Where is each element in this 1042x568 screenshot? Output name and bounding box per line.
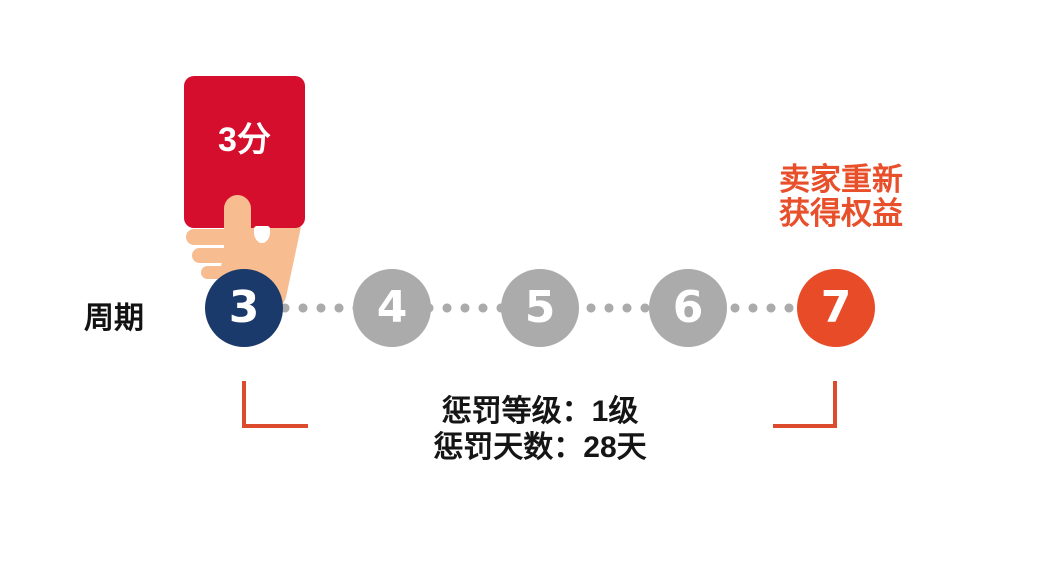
range-bracket-right xyxy=(773,381,837,428)
penalty-level-line: 惩罚等级：1级 xyxy=(441,395,639,428)
penalty-days-line: 惩罚天数：28天 xyxy=(433,431,647,464)
hand-thumb-icon xyxy=(224,195,251,261)
rights-restored-note-line1: 卖家重新 xyxy=(779,162,903,197)
timeline-node-cycle-4: 4 xyxy=(353,269,431,347)
timeline-node-cycle-3: 3 xyxy=(205,269,283,347)
red-card-score-label: 3分 xyxy=(218,121,271,159)
red-card: 3分 xyxy=(184,76,305,228)
rights-restored-note-line2: 获得权益 xyxy=(779,196,903,231)
hand-finger-icon xyxy=(186,229,234,245)
timeline-node-cycle-5: 5 xyxy=(501,269,579,347)
hand-card-white-gap xyxy=(254,226,270,243)
range-bracket-left xyxy=(242,381,308,428)
rights-restored-note: 卖家重新 获得权益 xyxy=(775,163,907,231)
timeline-node-cycle-7: 7 xyxy=(797,269,875,347)
cycle-axis-label: 周期 xyxy=(84,302,144,335)
penalty-info: 惩罚等级：1级 惩罚天数：28天 xyxy=(338,394,742,466)
hand-finger-icon xyxy=(192,248,234,263)
timeline-node-cycle-6: 6 xyxy=(649,269,727,347)
